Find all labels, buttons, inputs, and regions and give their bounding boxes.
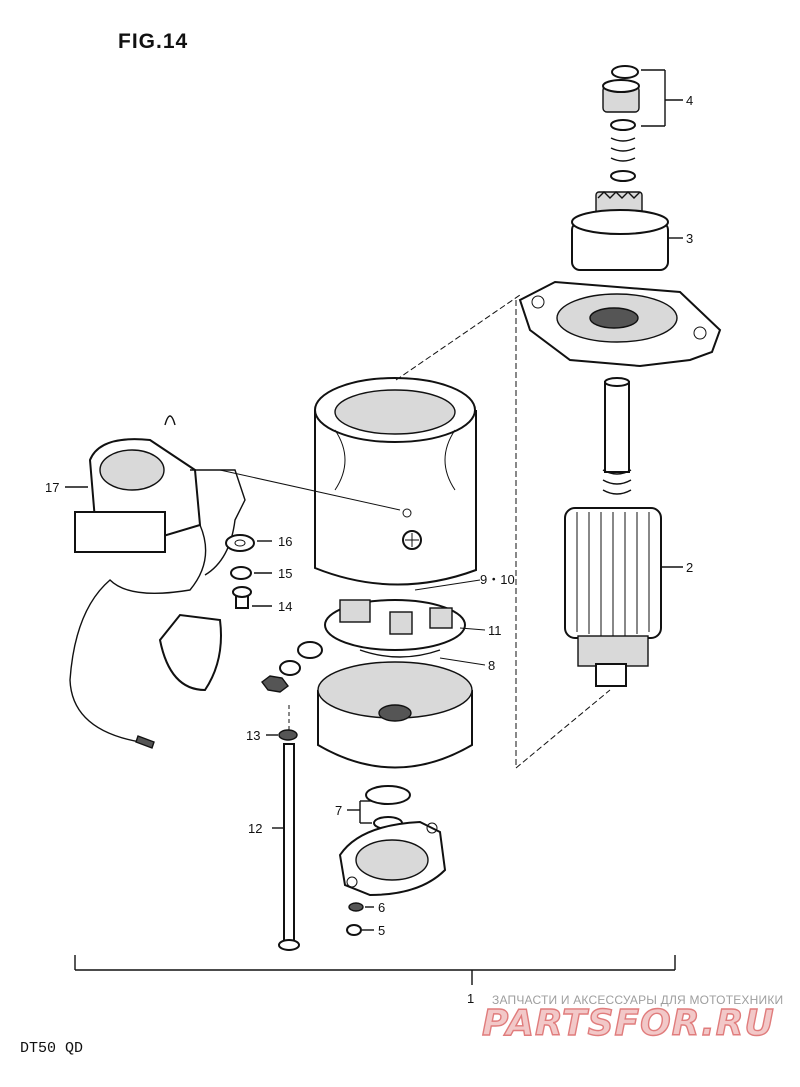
part-16-washer <box>225 534 272 552</box>
end-plate <box>338 820 447 897</box>
part-5-screw <box>346 924 374 936</box>
callout-15: 15 <box>278 566 292 581</box>
part-2-armature <box>564 377 683 687</box>
callout-1: 1 <box>467 991 474 1006</box>
callout-7: 7 <box>335 803 342 818</box>
callout-11: 11 <box>488 623 502 638</box>
part-14-bolt <box>232 586 272 609</box>
callout-17: 17 <box>45 480 59 495</box>
callout-8: 8 <box>488 658 495 673</box>
callout-3: 3 <box>686 231 693 246</box>
part-3-pinion-gear <box>571 191 683 271</box>
callout-12: 12 <box>248 821 262 836</box>
part-17-starter-relay <box>65 415 202 553</box>
watermark-logo: PARTSFOR.RU <box>481 1002 775 1044</box>
assembly-bracket-part-1 <box>74 955 676 985</box>
terminal-nut-and-washers <box>261 641 323 693</box>
part-7-cap-and-washer <box>347 785 411 830</box>
front-housing-bracket <box>518 280 722 368</box>
rear-end-cover <box>317 661 473 769</box>
yoke-field-frame <box>314 377 477 586</box>
callout-14: 14 <box>278 599 292 614</box>
lead-wire-and-bracket <box>69 469 401 749</box>
callout-13: 13 <box>246 728 260 743</box>
callout-6: 6 <box>378 900 385 915</box>
watermark-caption: ЗАПЧАСТИ И АКСЕССУАРЫ ДЛЯ МОТОТЕХНИКИ <box>492 993 784 1007</box>
callout-4: 4 <box>686 93 693 108</box>
part-12-through-bolt <box>272 743 300 951</box>
brush-holder-assembly <box>324 579 486 666</box>
part-6-lock-washer <box>348 902 374 912</box>
callout-2: 2 <box>686 560 693 575</box>
part-15-washer <box>230 566 272 580</box>
figure-title: FIG.14 <box>118 30 189 53</box>
part-13-washer <box>266 729 298 741</box>
assembly-guide-lines <box>288 294 611 769</box>
callout-5: 5 <box>378 923 385 938</box>
model-code: DT50 QD <box>20 1040 84 1057</box>
callout-9-10: 9・10 <box>480 572 515 587</box>
part-4-drive-clip-set <box>602 65 683 182</box>
callout-16: 16 <box>278 534 292 549</box>
